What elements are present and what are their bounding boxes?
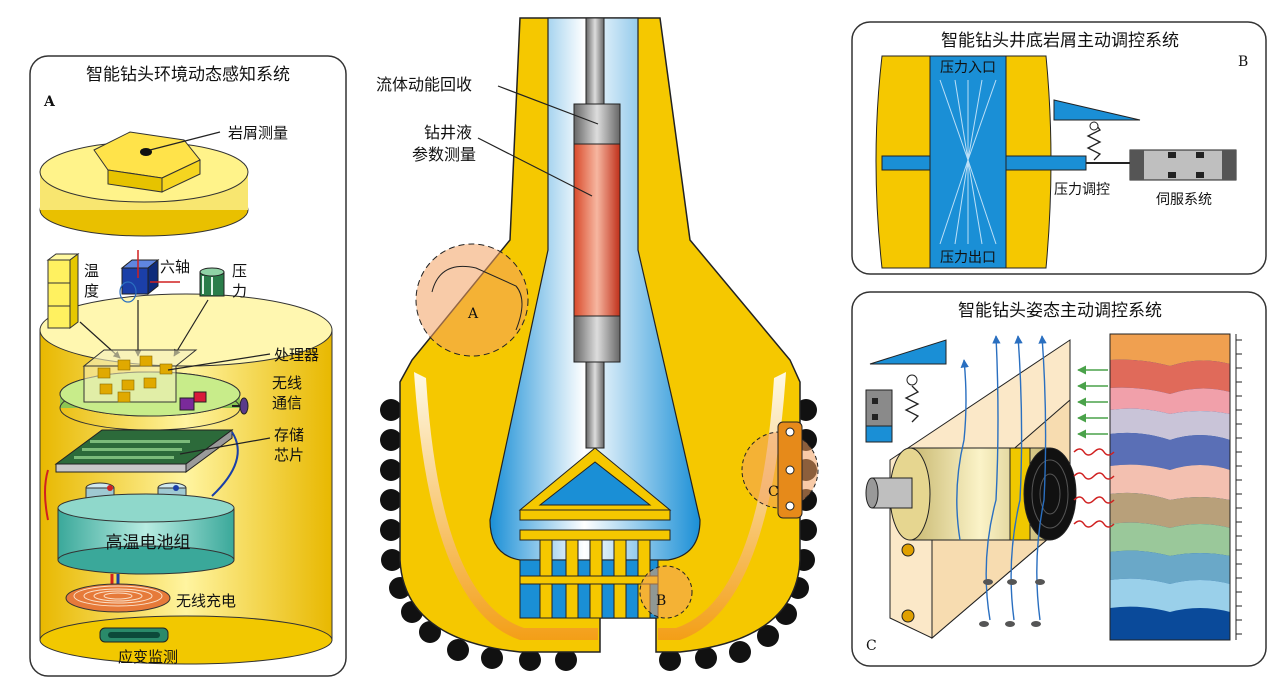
panel-a: 智能钻头环境动态感知系统 A 岩屑测量 温 度 — [29, 55, 347, 677]
pressure-wedge-c — [869, 339, 947, 365]
panel-b-letter: B — [1238, 54, 1248, 70]
mud-sensor — [573, 143, 621, 317]
wireless-antenna — [232, 397, 249, 415]
marker-a-label: A — [467, 306, 479, 322]
turbine-bottom — [573, 315, 621, 363]
panel-c-letter: C — [866, 638, 877, 654]
marker-b — [639, 565, 693, 619]
label-mud-1: 钻井液 — [424, 123, 472, 142]
label-strain: 应变监测 — [118, 648, 178, 666]
label-battery: 高温电池组 — [106, 533, 191, 553]
charging-coil — [65, 583, 171, 613]
label-cuttings: 岩屑测量 — [228, 124, 288, 142]
label-wireless-2: 通信 — [272, 394, 302, 412]
label-pressure-control: 压力调控 — [1054, 182, 1110, 198]
label-storage-2: 芯片 — [274, 446, 304, 464]
marker-b-label: B — [656, 593, 666, 609]
panel-c: 智能钻头姿态主动调控系统 C — [851, 291, 1267, 667]
label-pressure-1: 压 — [232, 262, 247, 280]
marker-c-label: C — [768, 484, 779, 500]
drill-bit: 流体动能回收 钻井液 参数测量 A B C — [376, 17, 819, 671]
label-servo: 伺服系统 — [1156, 192, 1212, 208]
label-mud-2: 参数测量 — [412, 145, 476, 164]
six-axis-sensor — [119, 250, 180, 303]
panel-b: 智能钻头井底岩屑主动调控系统 B 压力入口 压力出口 压力调控 伺服系统 — [851, 21, 1267, 275]
label-pressure-2: 力 — [232, 282, 247, 300]
label-temp-2: 度 — [84, 282, 99, 300]
panel-c-title: 智能钻头姿态主动调控系统 — [958, 301, 1162, 321]
rock-strata — [1109, 333, 1231, 641]
panel-a-title: 智能钻头环境动态感知系统 — [86, 65, 290, 85]
panel-b-title: 智能钻头井底岩屑主动调控系统 — [941, 31, 1179, 51]
label-outlet: 压力出口 — [940, 250, 996, 266]
label-storage-1: 存储 — [274, 426, 304, 444]
marker-a — [415, 243, 529, 357]
label-inlet: 压力入口 — [940, 60, 996, 76]
temperature-sensor — [46, 253, 80, 329]
label-fluid-energy: 流体动能回收 — [376, 75, 472, 94]
label-wireless-1: 无线 — [272, 374, 302, 392]
label-charging: 无线充电 — [176, 592, 236, 610]
label-six-axis: 六轴 — [160, 258, 190, 276]
panel-a-letter: A — [43, 94, 56, 110]
label-processor: 处理器 — [274, 346, 319, 364]
servo-block — [1129, 149, 1237, 181]
pressure-sensor — [199, 267, 225, 297]
label-temp-1: 温 — [84, 262, 99, 280]
pressure-wedge-b — [1053, 99, 1141, 121]
